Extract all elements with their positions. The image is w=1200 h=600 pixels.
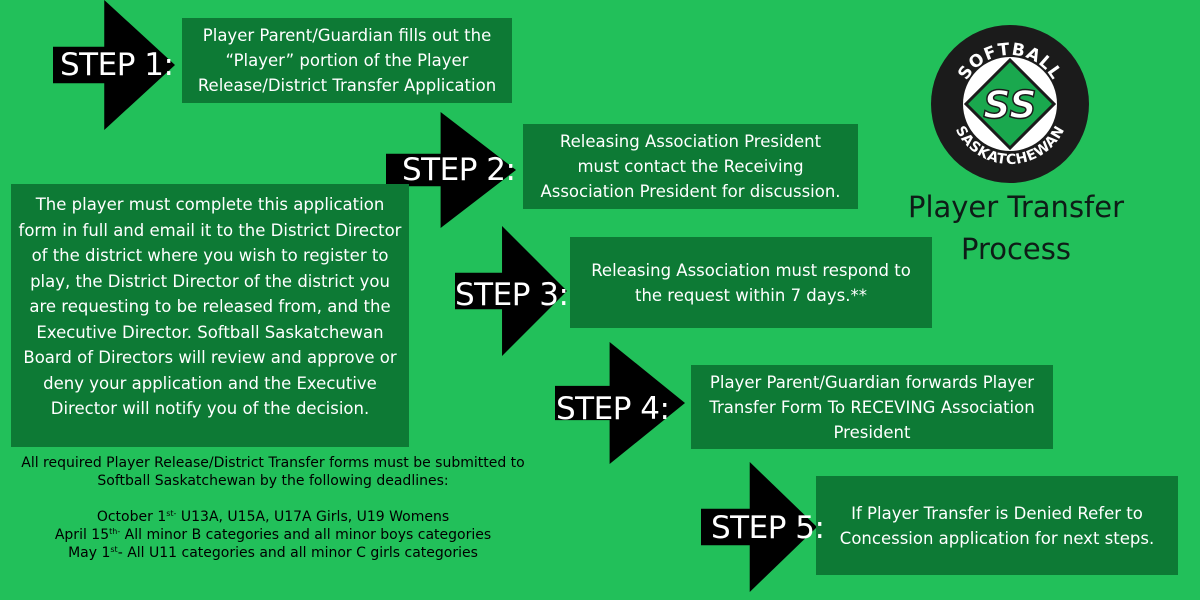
step-3-text: Releasing Association must respond to th… xyxy=(591,260,911,305)
step-2-label: STEP 2: xyxy=(402,152,516,188)
step-5-box: If Player Transfer is Denied Refer to Co… xyxy=(816,476,1178,575)
step-4-box: Player Parent/Guardian forwards Player T… xyxy=(691,365,1053,449)
logo-monogram: SS xyxy=(983,83,1036,127)
step-2-text: Releasing Association President must con… xyxy=(540,132,841,201)
deadlines-section: All required Player Release/District Tra… xyxy=(0,454,546,562)
step-1-box: Player Parent/Guardian fills out the “Pl… xyxy=(182,18,512,103)
softball-saskatchewan-logo: SOFTBALL SASKATCHEWAN SS xyxy=(931,25,1089,183)
title-line-2: Process xyxy=(960,232,1071,266)
step-4-label: STEP 4: xyxy=(556,391,670,427)
deadlines-intro: All required Player Release/District Tra… xyxy=(21,455,525,489)
instructions-box: The player must complete this applicatio… xyxy=(11,184,409,447)
instructions-text: The player must complete this applicatio… xyxy=(18,195,402,418)
page-title: Player Transfer Process xyxy=(880,186,1152,270)
step-5-label: STEP 5: xyxy=(711,510,825,546)
deadline-item: October 1st- U13A, U15A, U17A Girls, U19… xyxy=(96,509,450,525)
step-5-text: If Player Transfer is Denied Refer to Co… xyxy=(839,503,1155,548)
deadline-item: April 15th- All minor B categories and a… xyxy=(54,527,492,543)
step-4-text: Player Parent/Guardian forwards Player T… xyxy=(709,372,1035,442)
step-1-text: Player Parent/Guardian fills out the “Pl… xyxy=(197,26,497,95)
step-3-box: Releasing Association must respond to th… xyxy=(570,237,932,328)
step-2-box: Releasing Association President must con… xyxy=(523,124,858,209)
deadline-item: May 1st- All U11 categories and all mino… xyxy=(68,545,478,561)
step-1-label: STEP 1: xyxy=(60,47,174,83)
step-3-label: STEP 3: xyxy=(455,277,569,313)
title-line-1: Player Transfer xyxy=(907,190,1125,224)
